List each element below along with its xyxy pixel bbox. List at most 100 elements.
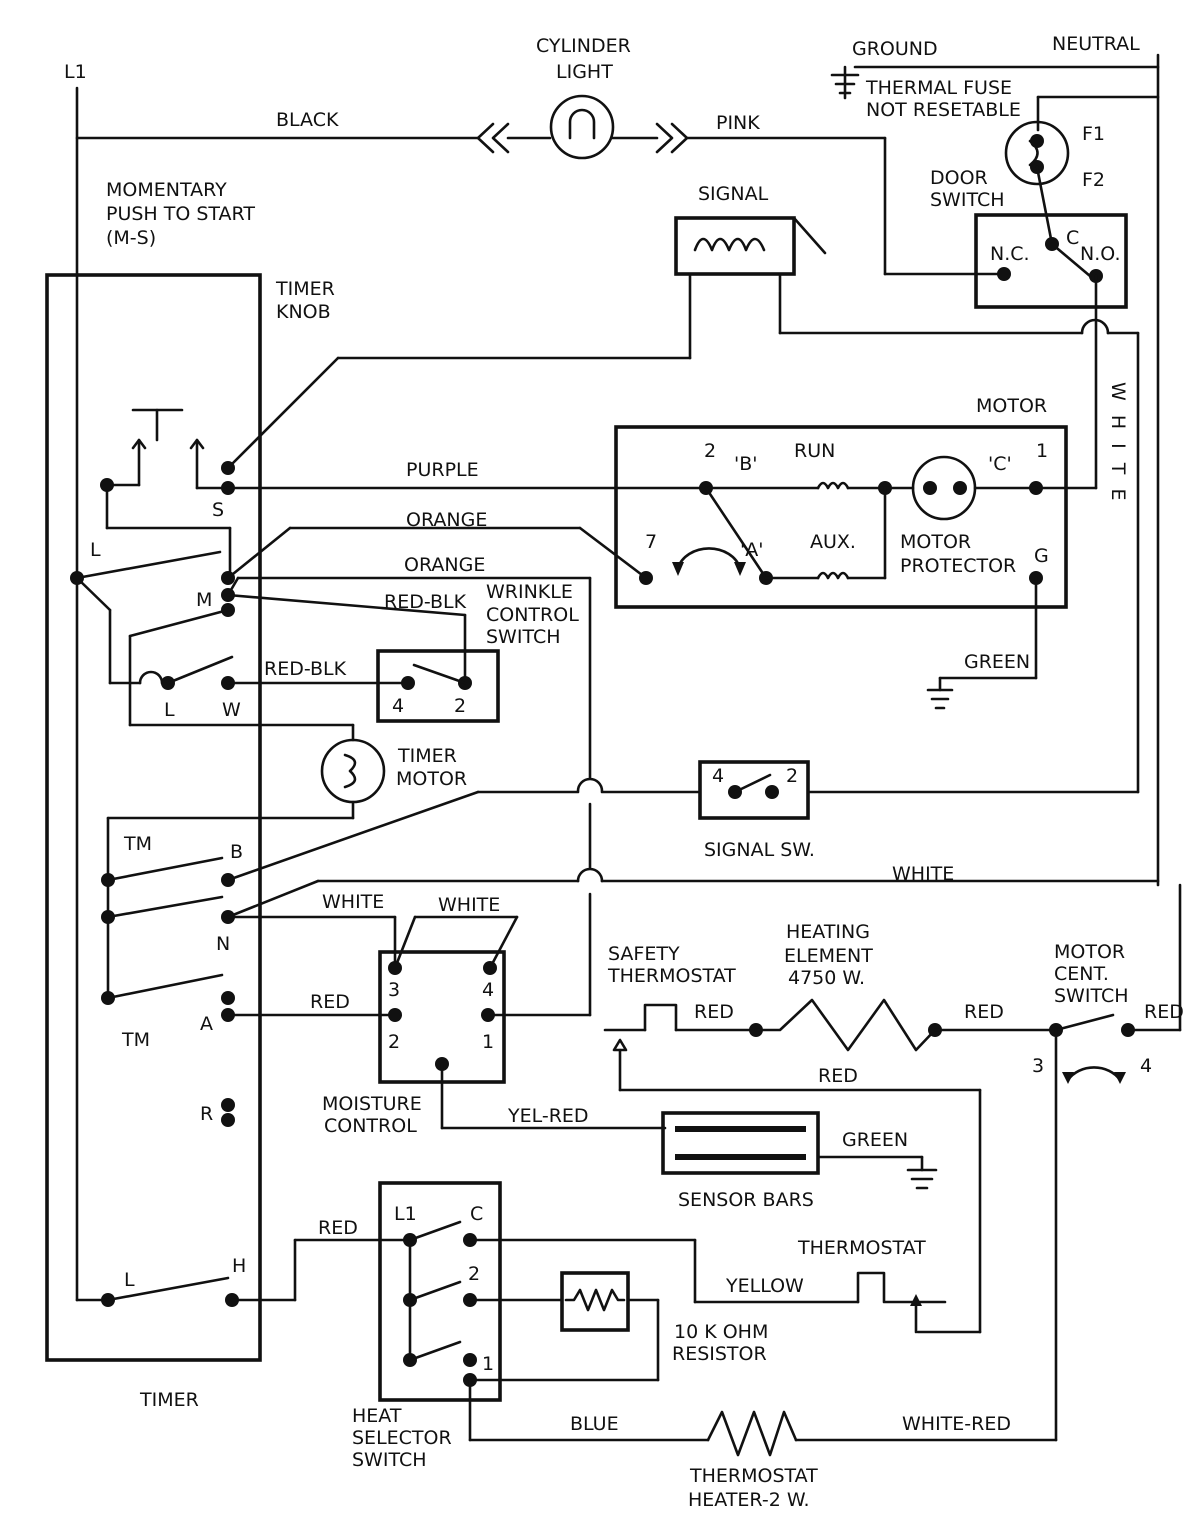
push-to-start <box>105 408 232 580</box>
motor-cent-label-1: MOTOR <box>1054 941 1125 963</box>
thermostat-heater-label-2: HEATER-2 W. <box>688 1489 810 1511</box>
motor-c: 'C' <box>988 453 1012 475</box>
motor-pin2: 2 <box>704 440 716 462</box>
timer-s: S <box>212 499 224 521</box>
white-main-label: WHITE <box>892 863 954 885</box>
heat-selector-label-3: SWITCH <box>352 1449 427 1471</box>
wrinkle-switch-box <box>376 649 500 723</box>
blue-label: BLUE <box>570 1413 619 1435</box>
moisture-pin3: 3 <box>388 979 400 1001</box>
wrinkle-pin4: 4 <box>392 695 404 717</box>
yel-red-label: YEL-RED <box>507 1105 589 1127</box>
wrinkle-pin2: 2 <box>454 695 466 717</box>
resistor-box <box>560 1271 630 1332</box>
signal-sw-pin4: 4 <box>712 765 724 787</box>
motor-aux: AUX. <box>810 531 856 553</box>
red-st-label: RED <box>694 1001 734 1023</box>
cylinder-light-label-1: CYLINDER <box>536 35 631 57</box>
white-vertical-label: W H I T E <box>1107 382 1129 504</box>
cylinder-light-label-2: LIGHT <box>556 61 613 83</box>
motor-cent-label-2: CENT. <box>1054 963 1109 985</box>
pink-wire-label: PINK <box>716 112 760 134</box>
moisture-label-2: CONTROL <box>324 1115 417 1137</box>
heating-element-label-2: ELEMENT <box>784 945 873 967</box>
cylinder-light-bulb <box>549 94 615 160</box>
door-switch-box <box>974 213 1128 309</box>
moisture-pin4: 4 <box>482 979 494 1001</box>
resistor-label-2: RESISTOR <box>672 1343 767 1365</box>
yellow-label: YELLOW <box>725 1275 804 1297</box>
red-a-label: RED <box>310 991 350 1013</box>
timer-l3: L <box>124 1269 135 1291</box>
red-blk-label-2: RED-BLK <box>264 658 347 680</box>
timer-a: A <box>200 1013 213 1035</box>
door-switch-no: N.O. <box>1080 243 1120 265</box>
orange-wire-label-2: ORANGE <box>404 554 485 576</box>
timer-b: B <box>230 841 243 863</box>
timer-l: L <box>90 539 101 561</box>
motor-box <box>614 425 1068 609</box>
heat-selector-pin1: 1 <box>482 1353 494 1375</box>
door-switch-nc: N.C. <box>990 243 1030 265</box>
motor-cent-pin4: 4 <box>1140 1055 1152 1077</box>
safety-thermostat-label-2: THERMOSTAT <box>607 965 736 987</box>
thermal-fuse <box>1004 120 1070 246</box>
fuse-f1-label: F1 <box>1082 123 1105 145</box>
door-switch-label-1: DOOR <box>930 167 988 189</box>
white-red-label: WHITE-RED <box>902 1413 1011 1435</box>
wrinkle-label-3: SWITCH <box>486 626 561 648</box>
heat-selector-pin2: 2 <box>468 1263 480 1285</box>
timer-tm1: TM <box>123 833 152 855</box>
signal-sw-label: SIGNAL SW. <box>704 839 815 861</box>
neutral-label: NEUTRAL <box>1052 33 1140 55</box>
purple-wire-label: PURPLE <box>406 459 479 481</box>
black-wire-label: BLACK <box>276 109 339 131</box>
sensor-bars <box>661 1111 938 1190</box>
resistor-label-1: 10 K OHM <box>674 1321 768 1343</box>
timer-title: TIMER <box>139 1389 199 1411</box>
thermostat-label: THERMOSTAT <box>797 1237 926 1259</box>
timer-motor-label-2: MOTOR <box>396 768 467 790</box>
heat-selector-c: C <box>470 1203 483 1225</box>
signal-switch-box <box>698 760 810 820</box>
heat-selector-label-2: SELECTOR <box>352 1427 452 1449</box>
motor-g: G <box>1034 545 1049 567</box>
timer-m: M <box>196 589 212 611</box>
signal-label: SIGNAL <box>698 183 769 205</box>
timer-n: N <box>216 933 230 955</box>
sensor-bars-label: SENSOR BARS <box>678 1189 814 1211</box>
l1-label: L1 <box>64 61 87 83</box>
momentary-label-3: (M-S) <box>106 227 156 249</box>
heat-selector-l1: L1 <box>394 1203 417 1225</box>
motor-b: 'B' <box>734 453 757 475</box>
white-n-label: WHITE <box>322 891 384 913</box>
timer-l2: L <box>164 699 175 721</box>
moisture-pin2: 2 <box>388 1031 400 1053</box>
momentary-label-2: PUSH TO START <box>106 203 255 225</box>
timer-motor <box>106 723 386 1000</box>
safety-thermostat-label-1: SAFETY <box>608 943 680 965</box>
red-cs-label: RED <box>1144 1001 1184 1023</box>
white-34-label: WHITE <box>438 894 500 916</box>
red-mid-label: RED <box>818 1065 858 1087</box>
red-he-label: RED <box>964 1001 1004 1023</box>
wrinkle-label-2: CONTROL <box>486 604 579 626</box>
motor-protector-label-2: PROTECTOR <box>900 555 1016 577</box>
thermal-fuse-label-1: THERMAL FUSE <box>865 77 1012 99</box>
heat-selector-box <box>378 1181 502 1402</box>
fuse-f2-label: F2 <box>1082 169 1105 191</box>
motor-cent-pin3: 3 <box>1032 1055 1044 1077</box>
moisture-label-1: MOISTURE <box>322 1093 422 1115</box>
motor-run: RUN <box>794 440 835 462</box>
door-switch-label-2: SWITCH <box>930 189 1005 211</box>
timer-h: H <box>232 1255 246 1277</box>
timer-r: R <box>200 1103 213 1125</box>
door-switch-c: C <box>1066 227 1079 249</box>
orange-wire-label-1: ORANGE <box>406 509 487 531</box>
red-h-label: RED <box>318 1217 358 1239</box>
motor-a: 'A' <box>740 539 763 561</box>
motor-protector-label-1: MOTOR <box>900 531 971 553</box>
thermostat-heater-label-1: THERMOSTAT <box>689 1465 818 1487</box>
moisture-pin1: 1 <box>482 1031 494 1053</box>
